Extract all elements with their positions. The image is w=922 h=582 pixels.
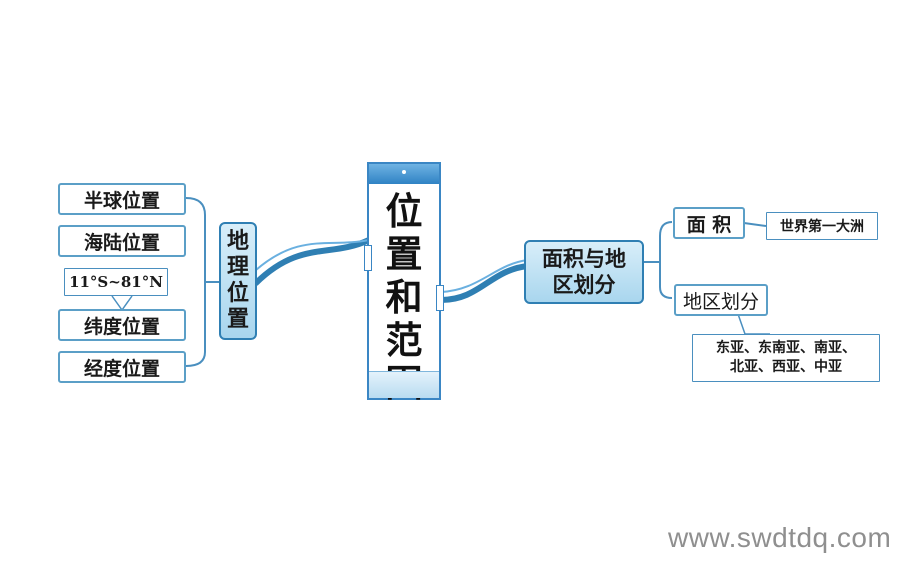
right-bracket: [659, 221, 673, 299]
left-bracket: [185, 197, 206, 367]
node-area: 面 积: [673, 207, 745, 239]
node-geographic-location: 地理位置: [219, 222, 257, 340]
scroll-foot: [369, 371, 439, 398]
regions-note-line-2: 北亚、西亚、中亚: [730, 359, 842, 375]
connector-center-right: [438, 263, 531, 303]
node-hemisphere-position: 半球位置: [58, 183, 186, 215]
node-latitude-position: 纬度位置: [58, 309, 186, 341]
connector-left-center: [253, 237, 372, 286]
area-note-link: [743, 222, 767, 227]
node-longitude-position: 经度位置: [58, 351, 186, 383]
scroll-right-tab: [436, 285, 444, 311]
node-land-sea-position: 海陆位置: [58, 225, 186, 257]
lat-note-link: [111, 295, 133, 312]
regions-note-line-1: 东亚、东南亚、南亚、: [716, 340, 856, 356]
node-area-and-regions: 面积与地区划分: [524, 240, 644, 304]
area-note: 世界第一大洲: [766, 212, 878, 240]
central-topic-scroll: 位置和范围: [367, 162, 441, 405]
scroll-left-tab: [364, 245, 372, 271]
node-regional-division: 地区划分: [674, 284, 768, 316]
regions-note: 东亚、东南亚、南亚、 北亚、西亚、中亚: [692, 334, 880, 382]
scroll-cap: [369, 164, 439, 184]
watermark: www.swdtdq.com: [668, 522, 892, 553]
latitude-range-note: 11°S~81°N: [64, 268, 168, 296]
regions-note-link: [737, 313, 770, 335]
